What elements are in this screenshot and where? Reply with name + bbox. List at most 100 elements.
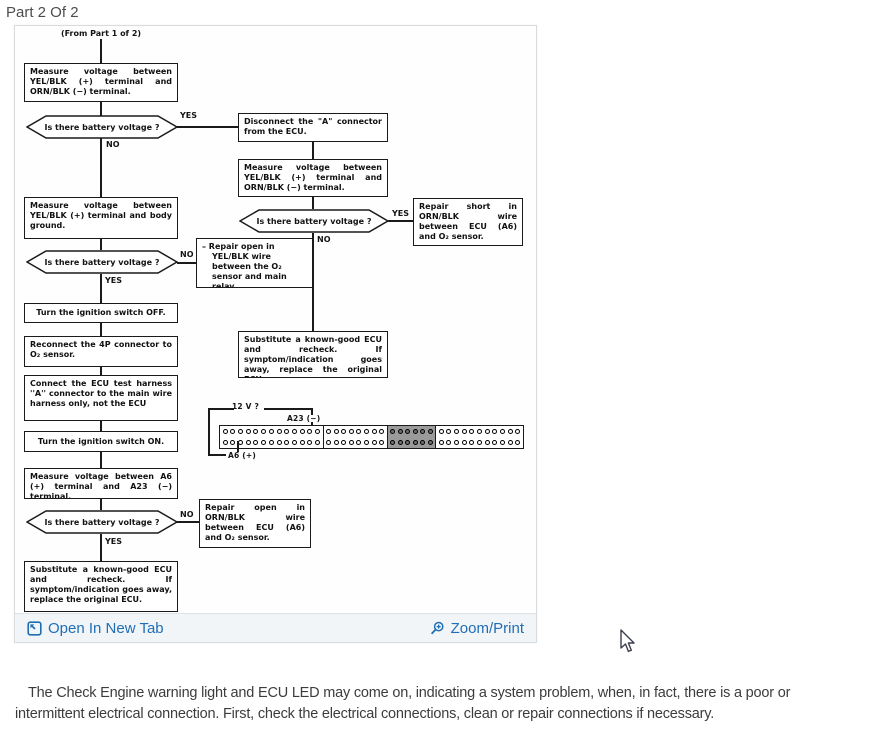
connector-pin xyxy=(230,429,236,434)
flowchart-image: (From Part 1 of 2) Measure voltage betwe… xyxy=(15,26,536,615)
connector-pin xyxy=(397,429,403,434)
connector-pin xyxy=(268,429,274,434)
flow-line xyxy=(100,452,102,468)
connector-pin xyxy=(307,429,313,434)
step-measure-yel-orn-2: Measure voltage between YEL/BLK (+) term… xyxy=(238,159,388,197)
yes-label: YES xyxy=(392,209,410,218)
no-label: NO xyxy=(317,235,331,244)
connector-pin xyxy=(341,429,347,434)
decision-battery-voltage-1: Is there battery voltage ? xyxy=(26,115,178,139)
connector-pin xyxy=(379,440,385,445)
connector-pin xyxy=(379,429,385,434)
connector-pin xyxy=(268,440,274,445)
connector-pin xyxy=(314,440,320,445)
flow-line xyxy=(100,138,102,197)
connector-pin xyxy=(469,429,475,434)
connector-pin-row xyxy=(324,437,387,448)
step-substitute-ecu-mid: Substitute a known-good ECU and recheck.… xyxy=(238,331,388,378)
connector-pin xyxy=(427,440,433,445)
connector-pin xyxy=(371,440,377,445)
connector-pin xyxy=(484,429,490,434)
yes-label: YES xyxy=(105,276,123,285)
connector-pin xyxy=(397,440,403,445)
connector-pin xyxy=(356,440,362,445)
connector-pin xyxy=(356,429,362,434)
no-label: NO xyxy=(180,250,194,259)
zoom-print-label: Zoom/Print xyxy=(450,619,524,637)
cursor-pointer-icon xyxy=(620,629,635,653)
step-measure-yel-body: Measure voltage between YEL/BLK (+) term… xyxy=(24,197,178,239)
a23-pin-tick xyxy=(311,422,313,426)
connector-pin xyxy=(348,429,354,434)
connector-pin xyxy=(427,429,433,434)
connector-pin xyxy=(420,440,426,445)
viewer-footer-bar: Open In New Tab Zoom/Print xyxy=(15,613,536,642)
connector-section xyxy=(436,426,523,448)
connector-pin xyxy=(307,440,313,445)
measure-bracket-line xyxy=(208,408,210,455)
connector-pin xyxy=(299,429,305,434)
flow-line xyxy=(312,233,314,331)
connector-pin xyxy=(420,429,426,434)
connector-pin xyxy=(253,440,259,445)
step-disconnect-a: Disconnect the "A" connector from the EC… xyxy=(238,113,388,142)
open-in-new-tab-link[interactable]: Open In New Tab xyxy=(27,620,164,637)
connector-pin xyxy=(515,429,521,434)
flow-line xyxy=(388,220,413,222)
decision-battery-voltage-3: Is there battery voltage ? xyxy=(239,209,389,233)
flow-line xyxy=(100,39,102,63)
connector-pin xyxy=(341,440,347,445)
connector-pin-row xyxy=(220,437,323,448)
flow-line xyxy=(100,274,102,303)
open-in-new-tab-icon xyxy=(27,620,42,636)
step-reconnect-4p: Reconnect the 4P connector to O₂ sensor. xyxy=(24,336,178,367)
step-substitute-ecu-bottom: Substitute a known-good ECU and recheck.… xyxy=(24,561,178,612)
connector-pin xyxy=(405,440,411,445)
connector-pin xyxy=(238,429,244,434)
connector-pin xyxy=(333,440,339,445)
ecu-connector-diagram xyxy=(219,425,524,449)
flow-line xyxy=(312,142,314,159)
connector-section xyxy=(324,426,388,448)
connector-pin xyxy=(253,429,259,434)
connector-pin xyxy=(454,429,460,434)
connector-pin xyxy=(454,440,460,445)
no-label: NO xyxy=(106,140,120,149)
connector-pin xyxy=(348,440,354,445)
connector-pin xyxy=(499,440,505,445)
flow-line xyxy=(100,323,102,336)
zoom-print-link[interactable]: Zoom/Print xyxy=(430,620,524,637)
connector-pin xyxy=(390,440,396,445)
connector-pin xyxy=(412,429,418,434)
from-part-label: (From Part 1 of 2) xyxy=(60,29,142,38)
connector-pin xyxy=(438,440,444,445)
connector-pin xyxy=(276,440,282,445)
connector-pin xyxy=(446,440,452,445)
connector-pin xyxy=(299,440,305,445)
connector-pin xyxy=(314,429,320,434)
connector-pin xyxy=(276,429,282,434)
connector-pin xyxy=(492,440,498,445)
connector-pin xyxy=(222,440,228,445)
step-measure-a6-a23: Measure voltage between A6 (+) terminal … xyxy=(24,468,178,499)
note-paragraph: The Check Engine warning light and ECU L… xyxy=(15,685,791,722)
step-measure-yel-orn-1: Measure voltage between YEL/BLK (+) term… xyxy=(24,63,178,102)
page-title: Part 2 Of 2 xyxy=(6,4,79,21)
connector-pin xyxy=(284,440,290,445)
step-repair-short-orn: Repair short in ORN/BLK wire between ECU… xyxy=(413,198,523,246)
twelve-volt-label: 12 V ? xyxy=(232,402,260,411)
connector-pin-row xyxy=(324,426,387,437)
connector-pin xyxy=(238,440,244,445)
diagram-viewer-panel: (From Part 1 of 2) Measure voltage betwe… xyxy=(14,25,537,643)
connector-pin xyxy=(461,429,467,434)
decision-battery-voltage-4: Is there battery voltage ? xyxy=(26,510,178,534)
flow-line xyxy=(100,367,102,375)
connector-pin xyxy=(492,429,498,434)
connector-pin xyxy=(477,440,482,445)
connector-pin xyxy=(291,429,297,434)
connector-pin xyxy=(333,429,339,434)
connector-pin-row xyxy=(436,437,523,448)
a6-pin-tick xyxy=(237,441,239,452)
step-ignition-on: Turn the ignition switch ON. xyxy=(24,431,178,452)
